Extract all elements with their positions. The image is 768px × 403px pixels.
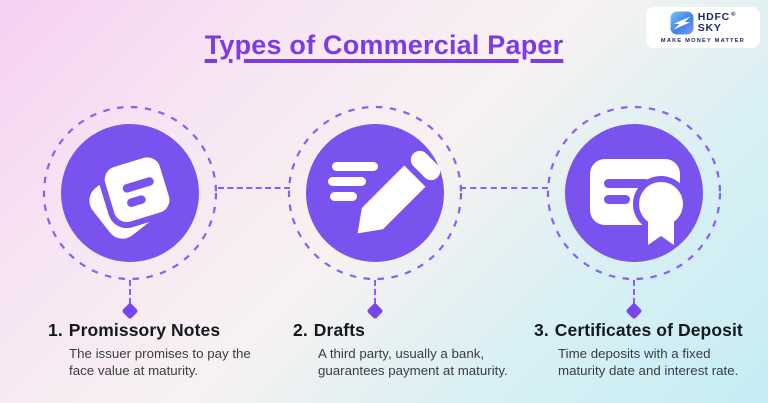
notes-node bbox=[42, 105, 218, 281]
logo-wordmark: HDFC® SKY bbox=[697, 10, 737, 34]
dashed-ring bbox=[287, 105, 463, 281]
item-3-title: Certificates of Deposit bbox=[554, 320, 743, 340]
certificate-node bbox=[546, 105, 722, 281]
item-1-title: Promissory Notes bbox=[68, 320, 221, 340]
item-1-heading: 1.Promissory Notes bbox=[48, 320, 220, 341]
hdfc-sky-logo: HDFC® SKY MAKE MONEY MATTER bbox=[646, 7, 760, 48]
notes-icon bbox=[89, 151, 176, 239]
drafts-node bbox=[287, 105, 463, 281]
item-2-description: A third party, usually a bank, guarantee… bbox=[318, 346, 508, 379]
pencil-icon bbox=[328, 150, 441, 234]
logo-brand-line2: SKY bbox=[697, 22, 722, 34]
item-1-description: The issuer promises to pay the face valu… bbox=[69, 346, 251, 379]
item-2-heading: 2.Drafts bbox=[293, 320, 365, 341]
diamond-marker-2 bbox=[366, 302, 384, 320]
logo-tagline: MAKE MONEY MATTER bbox=[660, 38, 746, 44]
hdfc-sky-logo-icon bbox=[670, 11, 694, 35]
purple-circle bbox=[306, 124, 444, 262]
diamond-marker-1 bbox=[121, 302, 139, 320]
diamond-marker-3 bbox=[625, 302, 643, 320]
item-3-number: 3. bbox=[534, 320, 549, 340]
dashed-ring bbox=[546, 105, 722, 281]
item-3-heading: 3.Certificates of Deposit bbox=[534, 320, 743, 341]
item-2-title: Drafts bbox=[313, 320, 365, 340]
dashed-lead-1 bbox=[129, 280, 131, 304]
item-2-number: 2. bbox=[293, 320, 308, 340]
dashed-lead-3 bbox=[633, 280, 635, 304]
logo-brand-line1: HDFC® bbox=[697, 10, 737, 23]
dashed-lead-2 bbox=[374, 280, 376, 304]
dashed-connector-1 bbox=[218, 187, 290, 189]
item-3-description: Time deposits with a fixed maturity date… bbox=[558, 346, 739, 379]
logo-row: HDFC® SKY bbox=[670, 11, 737, 35]
dashed-connector-2 bbox=[460, 187, 548, 189]
logo-brand-hdfc: HDFC bbox=[697, 10, 731, 23]
certificate-icon bbox=[590, 159, 689, 245]
registered-mark: ® bbox=[731, 11, 737, 18]
dashed-ring bbox=[42, 105, 218, 281]
page-title: Types of Commercial Paper bbox=[204, 30, 564, 60]
item-1-number: 1. bbox=[48, 320, 63, 340]
